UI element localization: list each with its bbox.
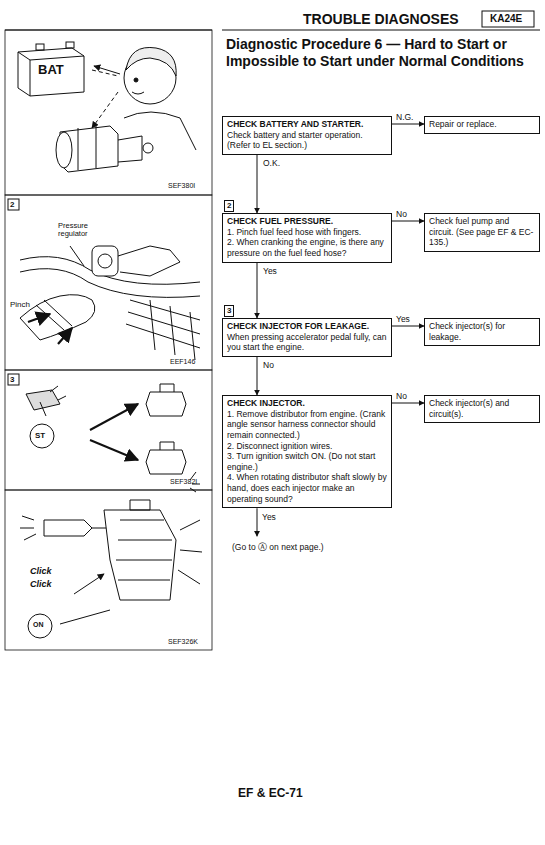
step-text: Repair or replace. [429, 119, 535, 130]
branch-label: No [395, 209, 408, 219]
figure-code: SEF326K [168, 638, 198, 645]
header-rule [222, 29, 540, 30]
callout-number: 2 [10, 200, 14, 209]
page-header: TROUBLE DIAGNOSES [303, 11, 459, 27]
action-box: Check injector(s) for leakage. [424, 318, 540, 346]
model-code: KA24E [490, 13, 522, 24]
check-step-box: CHECK INJECTOR FOR LEAKAGE.When pressing… [222, 318, 392, 357]
part-label: BAT [38, 62, 64, 77]
injector-sound-figure [20, 500, 202, 638]
step-text: 4. When rotating distributor shaft slowl… [227, 472, 387, 504]
figure-code: EEF146 [170, 358, 195, 365]
note: (Go to Ⓐ on next page.) [232, 542, 324, 554]
figure-code: SEF380I [168, 182, 195, 189]
check-step-box: CHECK FUEL PRESSURE.1. Pinch fuel feed h… [222, 213, 392, 263]
check-step-box: CHECK BATTERY AND STARTER.Check battery … [222, 116, 392, 155]
callout-number: 3 [224, 305, 234, 317]
page-number: EF & EC-71 [238, 786, 303, 800]
step-text: 1. Remove distributor from engine. (Cran… [227, 409, 387, 441]
sound-label: Click [30, 579, 52, 589]
model-box [482, 11, 534, 27]
branch-label: N.G. [395, 112, 414, 122]
branch-label: No [262, 360, 275, 370]
callout-number: 2 [224, 200, 234, 212]
flow-arrow [257, 263, 258, 319]
flow-arrow [257, 357, 258, 395]
branch-label: O.K. [262, 158, 281, 168]
step-text: 2. Disconnect ignition wires. [227, 441, 387, 452]
step-heading: CHECK INJECTOR. [227, 398, 387, 409]
sound-label: Click [30, 566, 52, 576]
branch-label: Yes [262, 512, 276, 522]
procedure-title: Diagnostic Procedure 6 — Hard to Start o… [226, 36, 538, 70]
flow-arrow [257, 155, 258, 213]
step-text: 1. Pinch fuel feed hose with fingers. [227, 227, 387, 238]
injector-leak-figure [8, 374, 200, 492]
step-text: 2. When cranking the engine, is there an… [227, 237, 387, 258]
callout-number: 3 [10, 375, 14, 384]
battery-starter-figure [18, 42, 196, 172]
action-box: Repair or replace. [424, 116, 540, 134]
fuel-hose-figure [8, 199, 200, 360]
step-heading: CHECK BATTERY AND STARTER. [227, 119, 387, 130]
action-box: Check fuel pump and circuit. (See page E… [424, 213, 540, 252]
step-text: 3. Turn ignition switch ON. (Do not star… [227, 451, 387, 472]
step-heading: CHECK FUEL PRESSURE. [227, 216, 387, 227]
branch-label: Yes [395, 314, 411, 324]
part-label: Pressure regulator [58, 222, 108, 239]
branch-label: No [395, 391, 408, 401]
step-text: Check injector(s) for leakage. [429, 321, 535, 342]
flow-arrow [392, 403, 424, 404]
step-text: When pressing accelerator pedal fully, c… [227, 332, 387, 353]
continue-arrow [257, 508, 258, 536]
flow-arrow [392, 124, 424, 125]
figure-code: SEF382I [170, 478, 197, 485]
action-box: Check injector(s) and circuit(s). [424, 395, 540, 423]
panel-frames [5, 30, 212, 650]
flow-arrow [392, 221, 424, 222]
flow-arrow [392, 326, 424, 327]
step-text: Check fuel pump and circuit. (See page E… [429, 216, 535, 248]
switch-label: ON [33, 621, 44, 628]
step-text: Check battery and starter operation. (Re… [227, 130, 387, 151]
step-heading: CHECK INJECTOR FOR LEAKAGE. [227, 321, 387, 332]
step-text: Check injector(s) and circuit(s). [429, 398, 535, 419]
check-step-box: CHECK INJECTOR.1. Remove distributor fro… [222, 395, 392, 508]
branch-label: Yes [262, 266, 278, 276]
switch-label: ST [35, 431, 45, 440]
part-label: Pinch [10, 300, 30, 309]
